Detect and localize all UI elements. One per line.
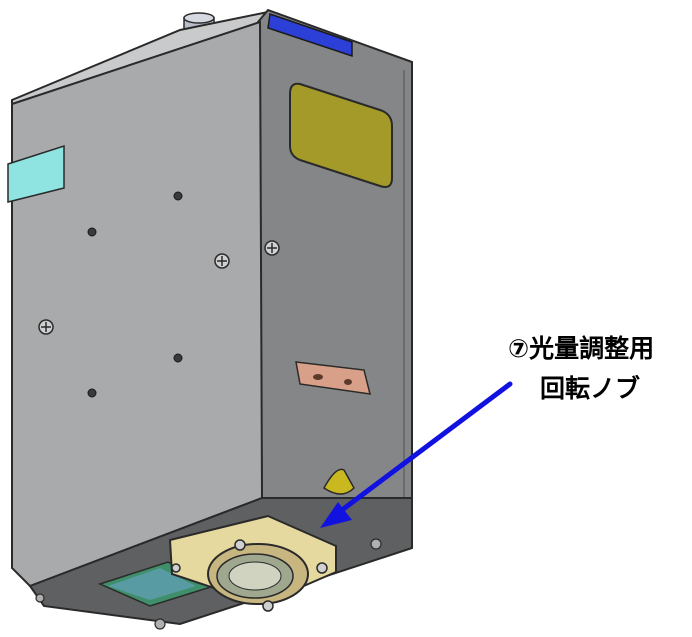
callout-arrow <box>320 381 513 528</box>
yellow-triangle-marker <box>323 468 355 495</box>
blue-label <box>267 12 353 58</box>
callout-label-line1: ⑦光量調整用 <box>508 334 655 363</box>
screws <box>87 191 183 398</box>
cyan-label <box>7 144 65 203</box>
yellow-window <box>289 82 393 188</box>
housing-side-face <box>256 8 413 499</box>
light-adjustment-knob <box>168 514 337 612</box>
copper-bracket <box>295 361 371 395</box>
bottom-screws <box>35 538 382 630</box>
callout-label-line2: 回転ノブ <box>540 374 641 403</box>
housing-front-face <box>11 20 264 588</box>
